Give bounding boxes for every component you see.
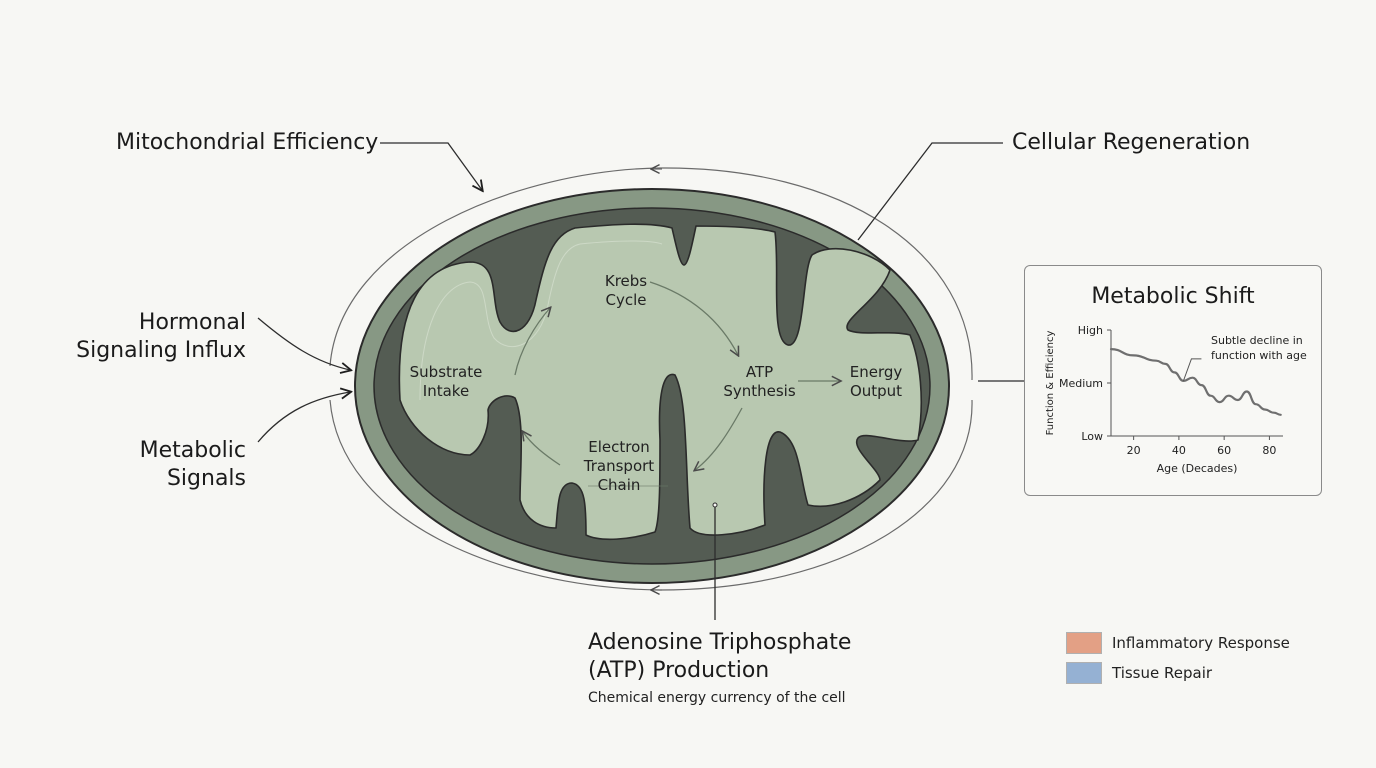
node-energy-line1: Energy (849, 363, 903, 381)
chart-annotation-line1: Subtle decline in (1211, 334, 1303, 347)
leader-mitochondrial-efficiency (380, 142, 482, 190)
chart-x-tick-label: 80 (1262, 444, 1276, 457)
label-atp-subtitle: Chemical energy currency of the cell (588, 690, 846, 706)
label-metabolic-line1: Metabolic (139, 438, 246, 463)
chart-x-tick-label: 40 (1172, 444, 1186, 457)
node-atp-line1: ATP (745, 363, 774, 381)
label-hormonal-line2: Signaling Influx (76, 338, 246, 363)
chart-title: Metabolic Shift (1091, 284, 1255, 309)
leader-lines (257, 142, 1024, 620)
node-etc-line3: Chain (597, 476, 641, 494)
label-cellular-regeneration: Cellular Regeneration (1012, 130, 1251, 155)
node-electron-transport-chain: Electron Transport Chain (574, 438, 664, 495)
node-substrate-intake: Substrate Intake (396, 363, 496, 401)
node-etc-line2: Transport (583, 457, 655, 475)
legend-label-tissue-repair: Tissue Repair (1112, 664, 1213, 682)
node-atp-synthesis: ATP Synthesis (712, 363, 807, 401)
cycle-arrows (514, 281, 840, 487)
label-metabolic-line2: Signals (166, 466, 246, 491)
node-etc-line1: Electron (588, 438, 650, 456)
leader-hormonal-signaling (257, 317, 350, 370)
node-krebs-cycle: Krebs Cycle (586, 272, 666, 310)
legend-swatch-tissue-repair (1066, 662, 1102, 684)
label-atp-line1: Adenosine Triphosphate (588, 630, 852, 655)
label-hormonal-line1: Hormonal (138, 310, 246, 335)
chart-y-tick-label: Medium (1059, 377, 1103, 390)
arrow-atp-to-etc-icon (695, 407, 743, 470)
arrow-etc-to-substrate-icon (523, 432, 561, 466)
chart-series-line (1109, 348, 1282, 416)
node-energy-line2: Output (849, 382, 903, 400)
chart-y-tick-label: Low (1081, 430, 1103, 443)
arrow-krebs-to-atp-icon (649, 281, 738, 355)
legend-item-inflammatory: Inflammatory Response (1066, 632, 1290, 654)
chart-y-tick-label: High (1078, 324, 1103, 337)
node-krebs-line1: Krebs (604, 272, 648, 290)
chart-annotation-leader (1182, 358, 1202, 382)
inner-membrane-cristae (398, 223, 923, 541)
label-atp-line2: (ATP) Production (588, 658, 770, 683)
node-atp-line2: Synthesis (723, 382, 796, 400)
chart-x-axis-label: Age (Decades) (1157, 462, 1238, 475)
chart-annotation-line2: function with age (1211, 349, 1307, 362)
leader-cellular-regeneration (857, 142, 1003, 241)
label-hormonal-signaling: Hormonal Signaling Influx (40, 309, 246, 365)
label-mitochondrial-efficiency: Mitochondrial Efficiency (116, 130, 379, 155)
legend-label-inflammatory: Inflammatory Response (1112, 634, 1290, 652)
label-atp-production: Adenosine Triphosphate (ATP) Production (588, 629, 851, 685)
legend-item-tissue-repair: Tissue Repair (1066, 662, 1212, 684)
chart-x-tick-label: 60 (1217, 444, 1231, 457)
chart-y-axis-label: Function & Efficiency (1045, 330, 1056, 435)
node-substrate-line1: Substrate (409, 363, 483, 381)
legend-swatch-inflammatory (1066, 632, 1102, 654)
arrow-substrate-to-krebs-icon (514, 308, 550, 376)
mitochondrion (354, 188, 950, 584)
node-krebs-line2: Cycle (605, 291, 647, 309)
outer-circulation-ring (329, 168, 973, 590)
node-substrate-line2: Intake (422, 382, 470, 400)
label-metabolic-signals: Metabolic Signals (40, 437, 246, 493)
chart-x-tick-label: 20 (1127, 444, 1141, 457)
node-energy-output: Energy Output (836, 363, 916, 401)
leader-metabolic-signals (257, 392, 350, 443)
